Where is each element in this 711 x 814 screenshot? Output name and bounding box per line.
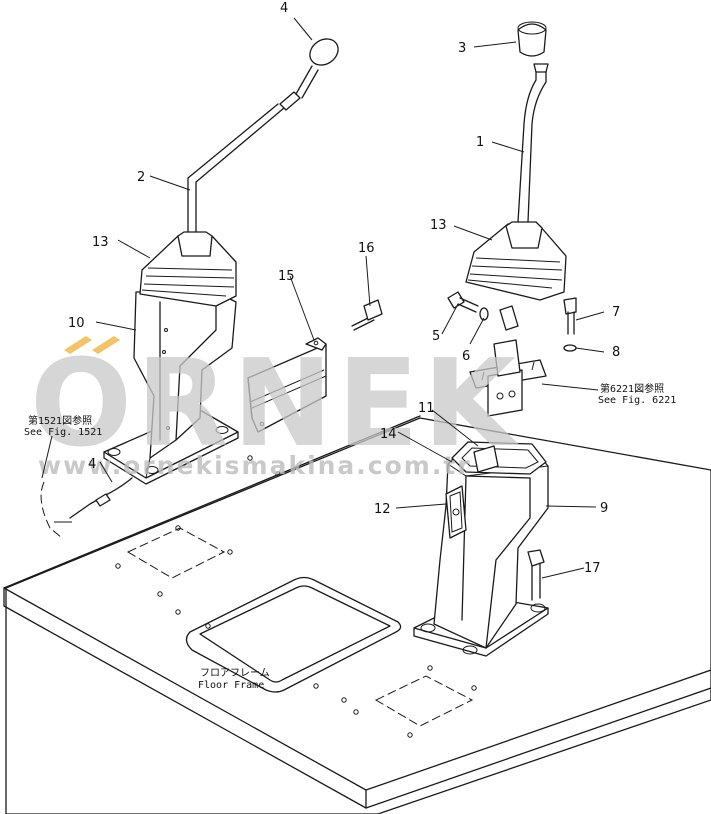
bolt-7-washer-8 bbox=[563, 297, 577, 352]
ref-fig6221-en: See Fig. 6221 bbox=[598, 395, 676, 406]
floor-frame-label-en: Floor Frame bbox=[198, 680, 264, 691]
callout-13: 13 bbox=[92, 235, 109, 250]
ref-fig1521-en: See Fig. 1521 bbox=[24, 427, 102, 438]
callout-2: 2 bbox=[137, 170, 145, 185]
watermark-brand: ORNEK bbox=[30, 335, 520, 474]
right-boot bbox=[465, 221, 567, 301]
callout-10: 10 bbox=[68, 316, 85, 331]
callout-7: 7 bbox=[612, 305, 620, 320]
callout-12: 12 bbox=[374, 502, 391, 517]
watermark-accent bbox=[64, 336, 120, 354]
callout-4: 4 bbox=[280, 1, 288, 16]
callouts: 4 2 13 10 3 1 13 16 15 5 6 7 8 11 14 12 … bbox=[68, 1, 620, 576]
right-lever bbox=[517, 21, 549, 223]
ref-fig1521-jp: 第1521図参照 bbox=[28, 414, 92, 427]
ref-fig6221-jp: 第6221図参照 bbox=[600, 382, 664, 395]
callout-5: 5 bbox=[432, 329, 440, 344]
callout-3: 3 bbox=[458, 41, 466, 56]
leader-lines bbox=[41, 17, 605, 579]
watermark-url: www.ornekismakina.com.tr bbox=[38, 451, 472, 480]
callout-17: 17 bbox=[584, 561, 601, 576]
callout-8: 8 bbox=[612, 345, 620, 360]
bolt-16 bbox=[351, 299, 383, 331]
wire-harness bbox=[40, 477, 133, 539]
right-control-stand bbox=[413, 441, 549, 657]
left-control-stand bbox=[103, 38, 339, 485]
callout-9: 9 bbox=[600, 501, 608, 516]
side-cover-plate bbox=[247, 337, 327, 433]
bolt-5-washer-6 bbox=[447, 291, 489, 321]
callout-15: 15 bbox=[278, 269, 295, 284]
callout-16: 16 bbox=[358, 241, 375, 256]
reference-labels: 第1521図参照 See Fig. 1521 第6221図参照 See Fig.… bbox=[24, 382, 676, 691]
callout-13: 13 bbox=[430, 218, 447, 233]
control-valve bbox=[469, 305, 547, 417]
callout-4: 4 bbox=[88, 457, 96, 472]
callout-11: 11 bbox=[418, 401, 435, 416]
callout-6: 6 bbox=[462, 349, 470, 364]
bolt-17 bbox=[527, 549, 545, 601]
callout-14: 14 bbox=[380, 427, 397, 442]
watermark: ORNEK www.ornekismakina.com.tr bbox=[30, 335, 520, 480]
floor-frame-label-jp: フロアフレーム bbox=[200, 667, 270, 679]
callout-1: 1 bbox=[476, 135, 484, 150]
